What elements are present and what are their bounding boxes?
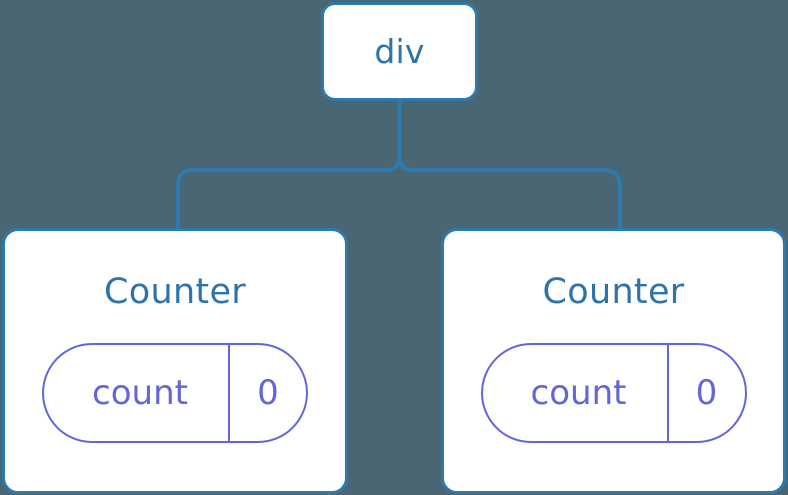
node-counter-left[interactable]: Counter count 0 xyxy=(2,228,348,494)
node-counter-right[interactable]: Counter count 0 xyxy=(441,228,786,494)
state-value-right: 0 xyxy=(695,373,718,413)
node-div-label: div xyxy=(374,32,425,71)
state-pill-divider-right xyxy=(666,345,669,441)
node-counter-left-label: Counter xyxy=(104,272,246,312)
state-pill-right[interactable]: count 0 xyxy=(480,343,747,443)
state-pill-left[interactable]: count 0 xyxy=(42,343,308,443)
state-pill-divider-left xyxy=(228,345,230,441)
connector-branch-right xyxy=(397,154,622,228)
state-key-left: count xyxy=(92,373,188,413)
state-value-left: 0 xyxy=(257,373,279,413)
node-div[interactable]: div xyxy=(321,2,478,101)
connector-branch-left xyxy=(176,154,402,228)
node-counter-right-label: Counter xyxy=(542,272,685,312)
state-key-right: count xyxy=(530,373,627,413)
